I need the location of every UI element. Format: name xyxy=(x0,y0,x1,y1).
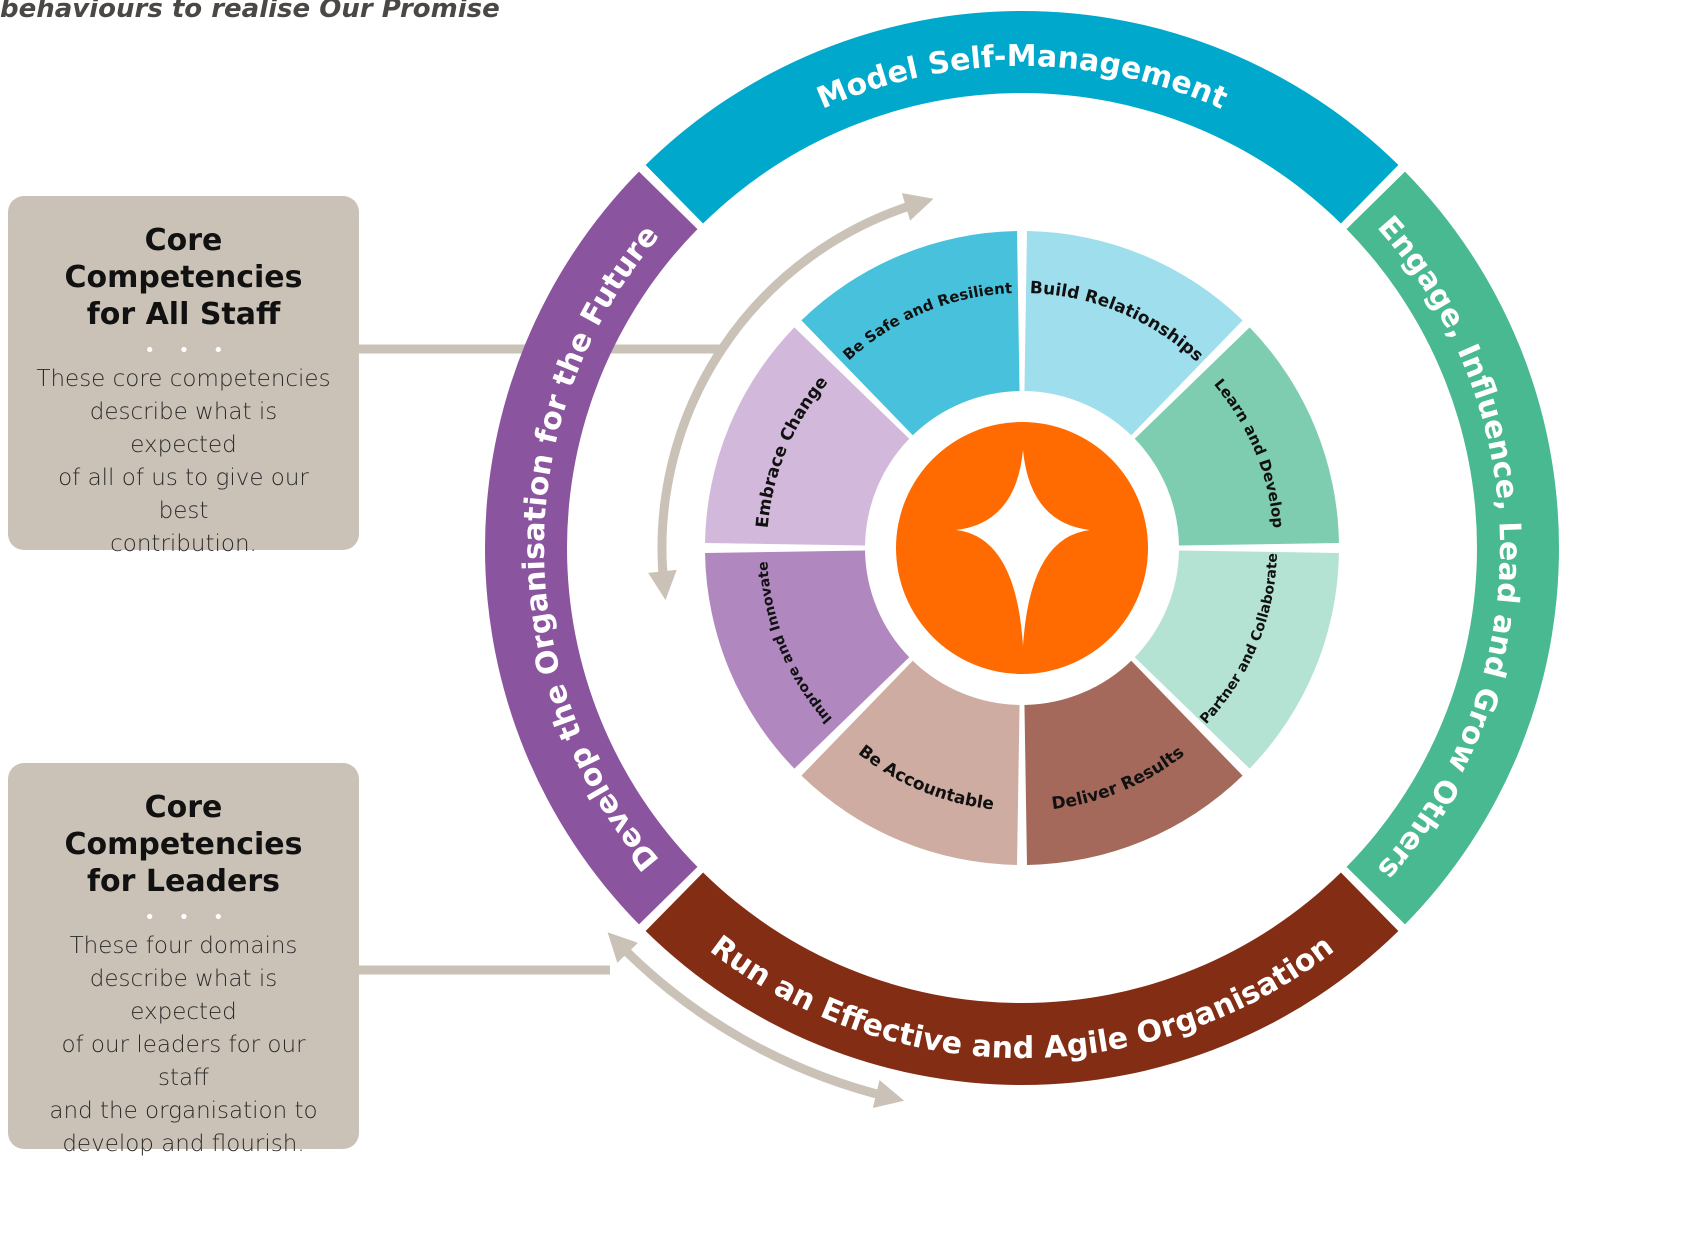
inner-segment-be-accountable xyxy=(801,660,1020,865)
panel-body-line: and the organisation to xyxy=(49,1098,318,1124)
panel-heading-line: Core xyxy=(144,223,223,258)
outer-segment-self-management xyxy=(645,10,1399,224)
core-competencies-all-staff-panel: Core Competencies for All Staff • • • Th… xyxy=(8,196,359,557)
panel-body-line: develop and flourish. xyxy=(62,1131,305,1157)
panel-heading-line: Competencies xyxy=(64,827,303,862)
panel-heading: Core Competencies for Leaders xyxy=(36,789,331,900)
inner-segment-learn-develop xyxy=(1134,327,1339,546)
dots-divider: • • • xyxy=(144,907,233,928)
double-arrow-icon xyxy=(648,193,934,600)
panel-description: These four domains describe what is expe… xyxy=(36,930,331,1161)
panel-heading-line: for All Staff xyxy=(86,297,281,332)
inner-segment-improve-innovate xyxy=(705,550,910,769)
center-emblem xyxy=(896,422,1148,674)
inner-segment-partner-collaborate xyxy=(1134,550,1339,769)
page-title: behaviours to realise Our Promise xyxy=(0,0,500,24)
panel-body-line: describe what is expected xyxy=(89,399,278,458)
panel-body-line: These four domains xyxy=(69,933,298,959)
double-arrow-icon xyxy=(607,932,905,1109)
panel-heading-line: for Leaders xyxy=(86,864,281,899)
four-point-star-icon xyxy=(956,450,1090,646)
panel-heading: Core Competencies for All Staff xyxy=(36,222,331,333)
outer-segment-develop-future xyxy=(484,171,698,925)
inner-segment-build-relationships xyxy=(1024,231,1243,436)
panel-body-line: These core competencies xyxy=(36,366,331,392)
panel-body-line: contribution. xyxy=(110,531,257,557)
cycle-arrows xyxy=(607,193,934,1109)
core-competencies-leaders-panel: Core Competencies for Leaders • • • Thes… xyxy=(8,763,359,1157)
panel-description: These core competencies describe what is… xyxy=(36,363,331,561)
panel-body-line: of all of us to give our best xyxy=(58,465,309,524)
inner-segment-deliver-results xyxy=(1024,660,1243,865)
dots-divider: • • • xyxy=(144,340,233,361)
panel-heading-line: Core xyxy=(144,790,223,825)
outer-segment-engage-lead xyxy=(1346,171,1559,925)
panel-body-line: of our leaders for our staff xyxy=(61,1032,306,1091)
panel-heading-line: Competencies xyxy=(64,260,303,295)
panel-body-line: describe what is expected xyxy=(89,966,278,1025)
